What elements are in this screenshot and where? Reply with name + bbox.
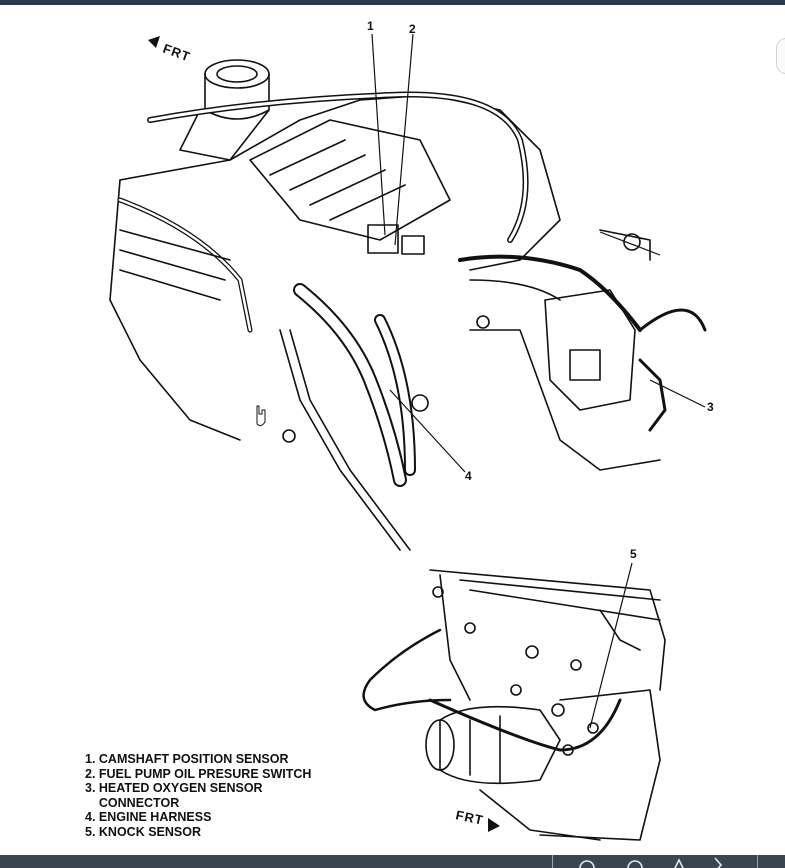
viewer-toolbar [0,855,785,868]
legend-item: 3. HEATED OXYGEN SENSOR [85,781,263,795]
callout-4: 4 [465,469,472,483]
front-direction-label-lower: FRT [454,807,485,828]
callout-leader-lines [371,33,706,729]
callout-2: 2 [409,22,416,36]
arrow-right-icon [488,818,500,832]
chevron-icon[interactable] [674,858,684,868]
callout-5: 5 [630,547,637,561]
arrow-up-left-icon [148,36,160,48]
legend-item: 2. FUEL PUMP OIL PRESURE SWITCH [85,766,312,781]
legend-item: 1. CAMSHAFT POSITION SENSOR [85,752,289,766]
toolbar-controls[interactable] [575,856,725,868]
zoom-in-icon[interactable] [627,860,643,868]
callout-3: 3 [707,400,714,414]
chevron-right-icon[interactable] [714,857,723,868]
legend-item: 5. KNOCK SENSOR [85,824,201,839]
callout-1: 1 [367,19,374,33]
window-top-bar [0,0,785,5]
component-legend: 1. CAMSHAFT POSITION SENSOR 2. FUEL PUMP… [85,752,311,839]
legend-item: CONNECTOR [85,795,180,810]
zoom-out-icon[interactable] [579,860,595,868]
lower-engine-illustration [362,569,666,841]
toolbar-divider [757,855,758,868]
toolbar-divider [552,855,553,868]
hand-pointer-icon [256,405,266,427]
front-direction-label-upper: FRT [161,41,193,65]
upper-engine-illustration [109,59,707,551]
legend-item: 4. ENGINE HARNESS [85,810,212,824]
